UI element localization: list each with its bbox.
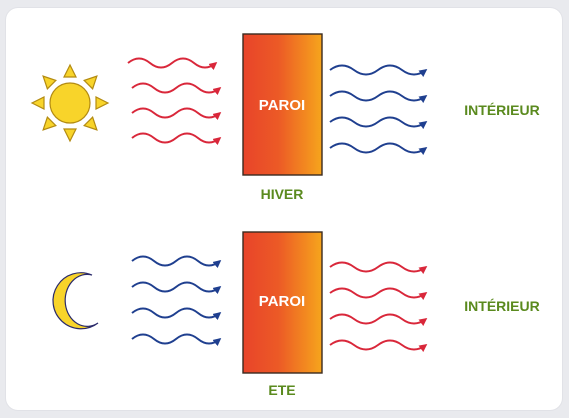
outgoing-heat-waves xyxy=(329,261,428,353)
interior-label: INTÉRIEUR xyxy=(464,102,539,118)
wall-label: PAROI xyxy=(259,97,305,114)
cold-wave-arrow xyxy=(131,255,222,269)
heat-wave-arrow xyxy=(131,107,222,121)
heat-wave-arrow xyxy=(329,261,428,275)
cold-wave-arrow xyxy=(131,281,222,295)
outgoing-cold-waves xyxy=(329,64,428,156)
incoming-cold-waves xyxy=(131,255,222,347)
cold-wave-arrow xyxy=(329,142,428,156)
panel-summer: PAROI ETE INTÉRIEUR xyxy=(52,231,540,398)
heat-wave-arrow xyxy=(131,132,222,146)
cold-wave-arrow xyxy=(131,333,222,347)
heat-wave-arrow xyxy=(329,339,428,353)
cold-wave-arrow xyxy=(329,116,428,130)
wall-block xyxy=(242,33,323,176)
cold-wave-arrow xyxy=(329,90,428,104)
cold-wave-arrow xyxy=(131,307,222,321)
interior-label: INTÉRIEUR xyxy=(464,298,539,314)
cold-wave-arrow xyxy=(329,64,428,78)
moon-icon xyxy=(52,272,99,330)
wall-label: PAROI xyxy=(259,293,305,310)
season-label: ETE xyxy=(268,382,295,398)
sun-icon xyxy=(30,63,110,143)
wall-block xyxy=(242,231,323,374)
season-label: HIVER xyxy=(261,186,304,202)
heat-wave-arrow xyxy=(329,287,428,301)
panel-winter: PAROI HIVER INTÉRIEUR xyxy=(30,33,540,202)
heat-wave-arrow xyxy=(329,313,428,327)
incoming-heat-waves xyxy=(127,57,222,146)
heat-wave-arrow xyxy=(127,57,218,71)
heat-wave-arrow xyxy=(131,82,222,96)
